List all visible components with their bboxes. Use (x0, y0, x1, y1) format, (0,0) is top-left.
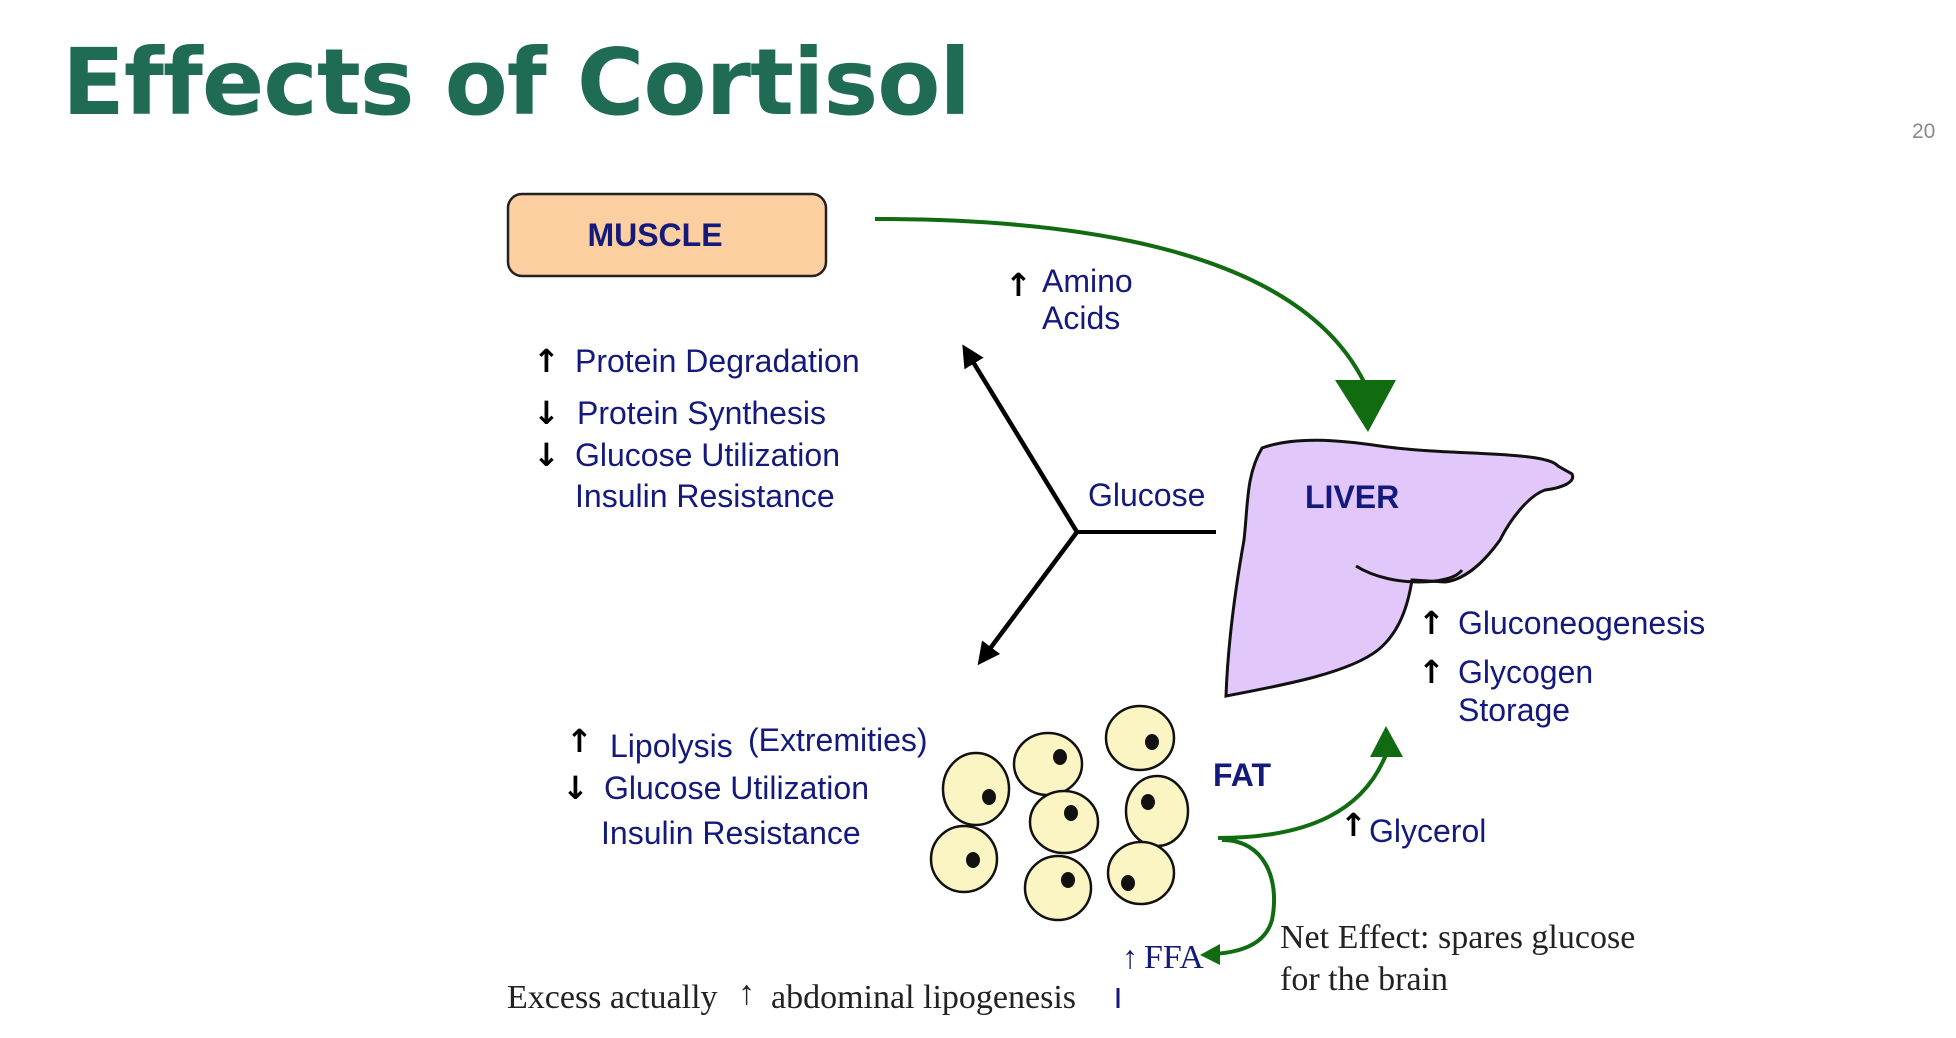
fat-effect-1: Lipolysis (610, 728, 733, 764)
muscle-box: MUSCLE (506, 192, 828, 278)
fat-effect-2: Glucose Utilization (604, 770, 869, 806)
arrow-down-icon: ↓ (562, 769, 589, 807)
fat-cell (1124, 774, 1190, 848)
fat-cells: FAT (929, 704, 1272, 922)
arrow-up-icon: ↑ (533, 342, 560, 380)
slide-number: 20 (1912, 120, 1936, 143)
fat-cell (1023, 854, 1093, 922)
muscle-label: MUSCLE (587, 217, 722, 253)
glycerol-label: ↑ Glycerol (1340, 806, 1486, 849)
fat-cell (1028, 789, 1100, 855)
amino-acids-line2: Acids (1042, 300, 1120, 336)
liver-lobe-line (1355, 564, 1464, 584)
excess-note-before: Excess actually (507, 979, 718, 1016)
liver-effects-list: ↑ Gluconeogenesis ↑ Glycogen Storage (1418, 604, 1705, 728)
glucose-label: Glucose (1088, 477, 1205, 513)
arrow-up-icon: ↑ (1418, 604, 1445, 642)
arrow-up-icon: ↑ (1340, 806, 1367, 844)
arrow-up-icon: ↑ (1418, 653, 1445, 691)
fat-cell (1012, 731, 1084, 797)
excess-note-after: abdominal lipogenesis (771, 979, 1076, 1016)
muscle-effect-3: Glucose Utilization (575, 437, 840, 473)
glucose-to-fat-arrow (977, 530, 1079, 666)
fat-effect-3: Insulin Resistance (601, 815, 861, 851)
arrow-down-icon: ↓ (533, 394, 560, 432)
arrow-up-icon: ↑ (1005, 266, 1032, 304)
glucose-to-muscle-arrow (962, 344, 1079, 534)
ffa-arrow (1214, 838, 1277, 956)
arrow-up-icon: ↑ (738, 975, 755, 1012)
liver-label: LIVER (1305, 479, 1399, 515)
liver-effect-2-line2: Storage (1458, 692, 1570, 728)
fat-label: FAT (1213, 757, 1272, 793)
net-effect-line1: Net Effect: spares glucose (1280, 919, 1635, 956)
amino-acids-line1: Amino (1042, 263, 1133, 299)
fat-effect-1-note: (Extremities) (748, 722, 928, 758)
amino-acids-label: ↑ Amino Acids (1005, 263, 1133, 336)
muscle-effect-2: Protein Synthesis (577, 395, 826, 431)
net-effect-note: Net Effect: spares glucose for the brain (1280, 919, 1635, 998)
arrow-up-icon: ↑ (1122, 939, 1138, 975)
ffa-text: FFA (1144, 939, 1204, 976)
excess-note: Excess actually ↑ abdominal lipogenesis (507, 975, 1120, 1016)
ffa-label: ↑ FFA (1122, 939, 1204, 976)
liver-effect-2-line1: Glycogen (1458, 654, 1593, 690)
glycerol-arrow (1217, 751, 1389, 840)
muscle-effect-1: Protein Degradation (575, 343, 860, 379)
liver-effect-1: Gluconeogenesis (1458, 605, 1705, 641)
muscle-to-liver-arrow (874, 217, 1367, 385)
net-effect-line2: for the brain (1280, 961, 1448, 998)
liver: LIVER (1224, 438, 1575, 698)
glycerol-text: Glycerol (1369, 813, 1486, 849)
fat-effects-list: ↑ Lipolysis (Extremities) ↓ Glucose Util… (562, 722, 928, 851)
arrow-up-icon: ↑ (566, 722, 593, 760)
fat-cell (1104, 704, 1176, 772)
muscle-effects-list: ↑ Protein Degradation ↓ Protein Synthesi… (533, 342, 860, 514)
fat-cell (941, 751, 1011, 827)
glycerol-arrowhead (1370, 726, 1403, 757)
liver-shape (1224, 438, 1575, 698)
glucose-junction: Glucose (962, 344, 1216, 666)
slide-title: Effects of Cortisol (62, 29, 971, 136)
muscle-effect-4: Insulin Resistance (575, 478, 835, 514)
fat-cell (1106, 840, 1176, 906)
muscle-to-liver-arrowhead (1335, 380, 1396, 432)
ffa-arrowhead (1200, 944, 1220, 965)
fat-cell (929, 824, 999, 894)
arrow-down-icon: ↓ (533, 436, 560, 474)
muscle-box-shape (506, 192, 828, 278)
